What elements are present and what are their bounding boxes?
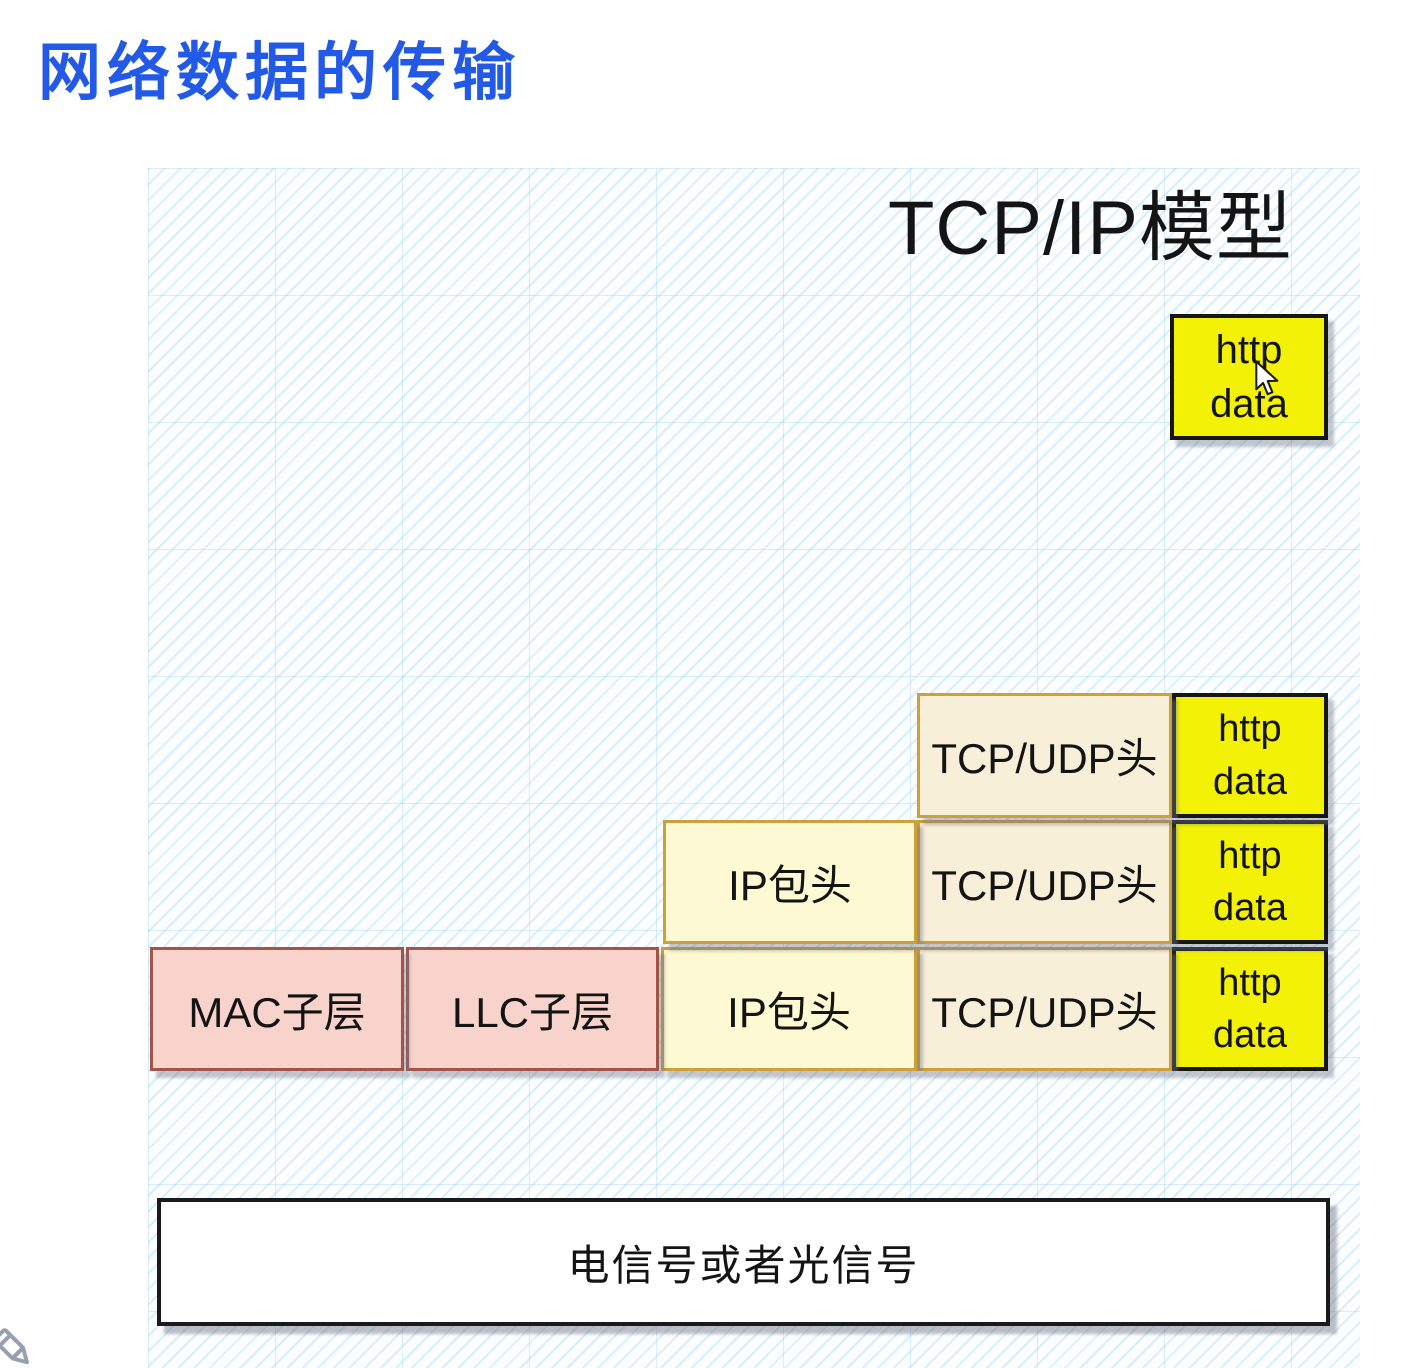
packet-line-data: data <box>1213 1014 1287 1056</box>
packet-line-data: data <box>1213 760 1287 803</box>
packet-line-http: http <box>1218 834 1282 877</box>
row2-tcp-udp-header: TCP/UDP头 <box>917 820 1172 944</box>
row3-http-data-packet: http data <box>1172 947 1328 1071</box>
row1-tcp-udp-header: TCP/UDP头 <box>917 693 1172 818</box>
http-data-packet-top: http data <box>1170 314 1328 440</box>
packet-line-http: http <box>1218 961 1282 1004</box>
mouse-cursor-icon <box>1255 360 1279 396</box>
physical-signal-box: 电信号或者光信号 <box>157 1198 1330 1326</box>
page-title: 网络数据的传输 <box>38 38 521 108</box>
packet-line-http: http <box>1215 328 1283 372</box>
row3-ip-header: IP包头 <box>661 947 917 1071</box>
row3-tcp-udp-header: TCP/UDP头 <box>917 947 1172 1071</box>
packet-text: http data <box>1213 957 1287 1062</box>
pencil-icon <box>0 1328 29 1365</box>
packet-line-http: http <box>1218 708 1282 751</box>
tcpip-model-heading: TCP/IP模型 <box>888 186 1293 271</box>
packet-text: http data <box>1210 323 1288 431</box>
row3-mac-sublayer: MAC子层 <box>150 947 404 1071</box>
packet-text: http data <box>1213 830 1287 935</box>
row3-llc-sublayer: LLC子层 <box>406 947 659 1071</box>
packet-text: http data <box>1213 703 1287 808</box>
packet-line-data: data <box>1210 382 1288 426</box>
row1-http-data-packet: http data <box>1172 693 1328 818</box>
packet-line-data: data <box>1213 887 1287 929</box>
row2-http-data-packet: http data <box>1172 820 1328 944</box>
row2-ip-header: IP包头 <box>663 820 917 944</box>
